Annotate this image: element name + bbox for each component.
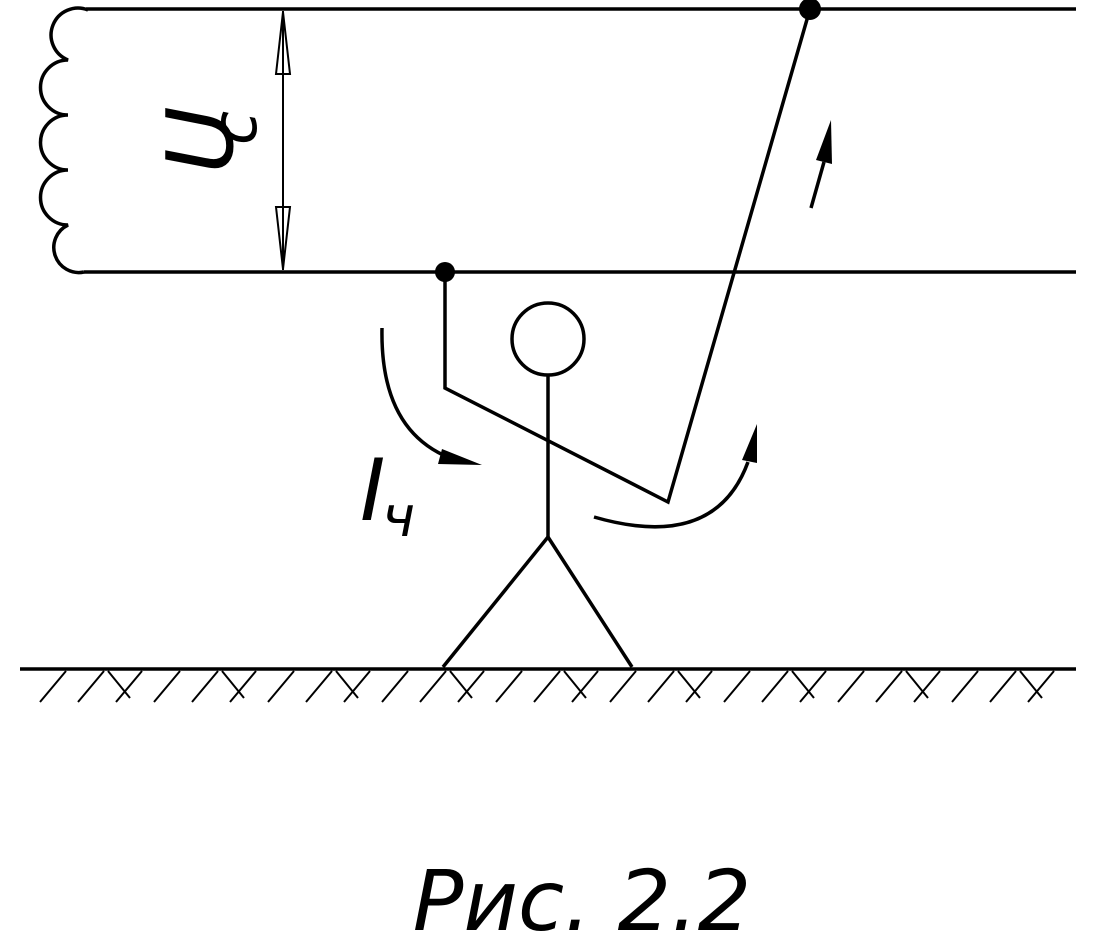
hatch-line [267, 670, 295, 703]
hatch-line [191, 670, 219, 703]
hatch-line [837, 670, 865, 703]
ground [20, 667, 1076, 703]
hatch-line [343, 670, 371, 703]
hatch-line [913, 670, 941, 703]
current-arrow-left [380, 327, 482, 465]
hatch-line [563, 670, 587, 699]
current-label: I [360, 441, 385, 541]
voltage-label: U [147, 106, 254, 173]
hatch-line [457, 670, 485, 703]
hatch-line [571, 670, 599, 703]
current-direction-arrow-up [809, 120, 832, 209]
hatch-line [799, 670, 827, 703]
hatch-line [335, 670, 359, 699]
voltage-arrow [274, 11, 292, 270]
current-arrow-right [593, 424, 757, 529]
hatch-line [677, 670, 701, 699]
person-right-leg [546, 536, 634, 668]
hatch-line [381, 670, 409, 703]
hatch-line [449, 670, 473, 699]
hatch-line [609, 670, 637, 703]
hatch-line [951, 670, 979, 703]
hatch-line [229, 670, 257, 703]
hatch-line [39, 670, 67, 703]
hatch-line [723, 670, 751, 703]
current-subscript: ч [382, 485, 415, 550]
hatch-line [107, 670, 131, 699]
figure-caption: Рис. 2.2 [413, 852, 751, 944]
person-left-leg [441, 535, 550, 669]
transformer-winding [38, 6, 89, 275]
hatch-line [419, 670, 447, 703]
hatch-line [685, 670, 713, 703]
person-head [510, 301, 586, 377]
hatch-line [905, 670, 929, 699]
hatch-line [989, 670, 1017, 703]
hatch-line [77, 670, 105, 703]
voltage-subscript: с [198, 111, 271, 145]
hatch-line [115, 670, 143, 703]
hatch-line [221, 670, 245, 699]
hatch-line [791, 670, 815, 699]
hatch-line [1019, 670, 1043, 699]
hatch-line [153, 670, 181, 703]
hatch-line [495, 670, 523, 703]
hatch-line [533, 670, 561, 703]
hatch-line [761, 670, 789, 703]
person-figure [441, 301, 634, 669]
current-path-wire [443, 8, 812, 505]
ground-hatching [39, 670, 1055, 703]
hatch-line [1027, 670, 1055, 703]
hatch-line [647, 670, 675, 703]
hatch-line [875, 670, 903, 703]
hatch-line [305, 670, 333, 703]
